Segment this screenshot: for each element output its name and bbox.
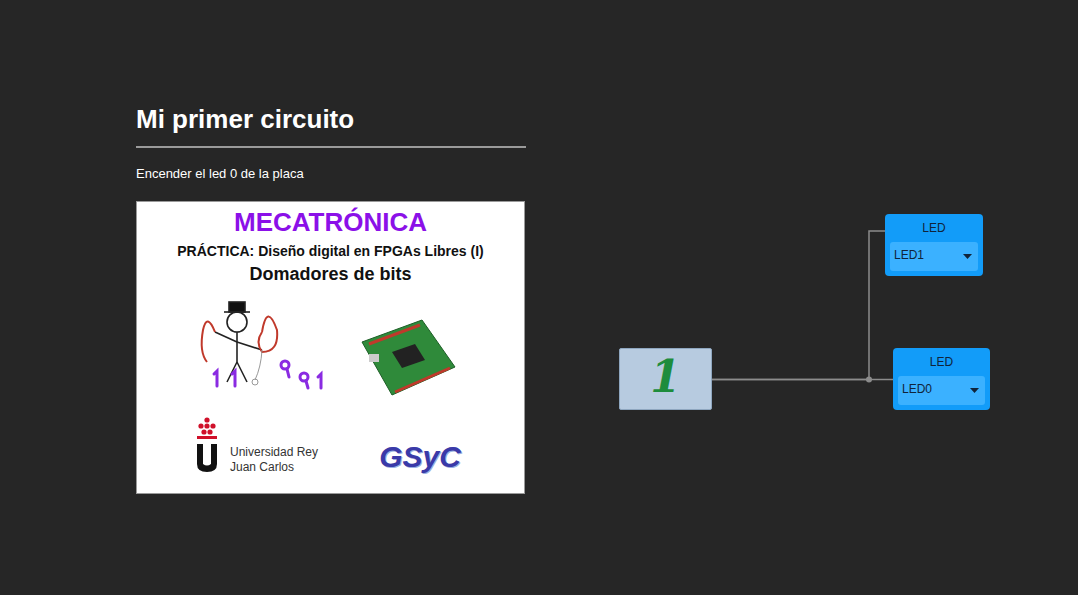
pin-name: LED0	[902, 382, 963, 396]
dropdown-caret	[970, 388, 979, 394]
block-header: LED	[885, 221, 983, 235]
slide-subtitle: Domadores de bits	[137, 264, 524, 285]
pin-name: LED1	[894, 248, 956, 262]
constant-block: 1	[619, 348, 712, 410]
slide-heading: MECATRÓNICA	[137, 207, 524, 238]
title-rule	[136, 146, 526, 148]
fpga-board	[362, 320, 455, 395]
slide-subtitle: PRÁCTICA: Diseño digital en FPGAs Libres…	[137, 243, 524, 259]
constant-value: 1	[620, 351, 711, 402]
pin-dropdown: LED1	[890, 242, 978, 271]
page-title: Mi primer circuito	[136, 104, 354, 135]
leash	[255, 350, 262, 380]
gsyc-logo: GSyC	[365, 440, 475, 474]
led-block: LED LED0	[893, 348, 990, 410]
block-header: LED	[893, 355, 990, 369]
university-logo	[197, 417, 217, 472]
dropdown-caret	[963, 254, 972, 260]
whip	[259, 316, 278, 352]
led-block: LED LED1	[885, 214, 983, 276]
instruction-text: Encender el led 0 de la placa	[136, 166, 304, 181]
wire	[712, 379, 893, 381]
pin-dropdown: LED0	[898, 376, 985, 405]
whip	[202, 321, 215, 362]
wire	[712, 231, 885, 380]
university-name: Universidad Rey Juan Carlos	[230, 445, 326, 475]
bit-creatures	[214, 361, 321, 388]
slide-image: MECATRÓNICA PRÁCTICA: Diseño digital en F…	[136, 201, 525, 494]
ring	[252, 379, 258, 385]
tamer-figure	[215, 302, 262, 382]
